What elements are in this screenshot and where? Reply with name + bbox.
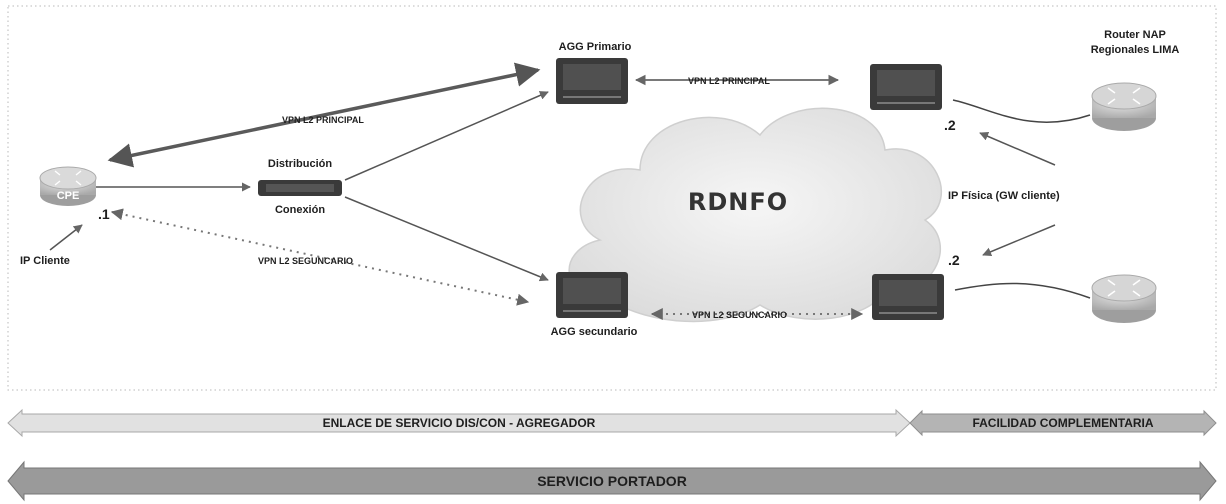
- agg-secundario-switch: AGG secundario: [551, 272, 638, 338]
- agg-primario-switch: AGG Primario: [556, 41, 632, 104]
- ip-fisica-arrow-bottom: [982, 224, 1056, 257]
- enlace-band-label: ENLACE DE SERVICIO DIS/CON - AGREGADOR: [323, 416, 596, 430]
- agg-secundario-label: AGG secundario: [551, 326, 638, 338]
- distribucion-agg-secundario-link: [344, 196, 549, 282]
- nap-top-ip-label: .2: [944, 117, 956, 133]
- ip-cliente-arrow: [49, 224, 83, 251]
- router-nap-title-line1: Router NAP: [1104, 29, 1166, 41]
- rdnfo-label: RDNFO: [688, 188, 788, 216]
- router-icon: [54, 170, 82, 186]
- nap-top-link: [952, 99, 1091, 123]
- vpn-secundario-left-label: VPN L2 SEGUNCARIO: [258, 256, 353, 266]
- agg-primario-label: AGG Primario: [559, 41, 632, 53]
- nap-top-switch: [870, 64, 942, 110]
- diagram-frame: [7, 5, 1217, 391]
- servicio-band-arrow: [7, 460, 1217, 502]
- nap-bottom-link: [954, 282, 1091, 299]
- service-bands: ENLACE DE SERVICIO DIS/CON - AGREGADOR F…: [7, 408, 1217, 502]
- vpn-secundario-right-label: VPN L2 SEGUNCARIO: [692, 310, 787, 320]
- vpn-principal-left-arrow: [107, 62, 541, 168]
- vpn-principal-right-label: VPN L2 PRINCIPAL: [688, 76, 770, 86]
- facilidad-band-label: FACILIDAD COMPLEMENTARIA: [972, 416, 1153, 430]
- vpn-principal-left-label: VPN L2 PRINCIPAL: [282, 115, 364, 125]
- router-nap-top: Router NAP Regionales LIMA: [1091, 29, 1180, 131]
- router-nap-bottom: [1091, 274, 1157, 323]
- facilidad-band-arrow: [909, 409, 1217, 437]
- cpe-router: CPE: [39, 166, 97, 206]
- diagram-labels: .1 IP Cliente VPN L2 PRINCIPAL VPN L2 PR…: [20, 76, 1060, 320]
- ip-fisica-arrow-top: [979, 132, 1056, 166]
- router-icon: [1107, 87, 1141, 105]
- connection-lines: [49, 62, 1091, 320]
- router-icon: [1107, 279, 1141, 297]
- vpn-secundario-left-arrow: [110, 208, 530, 306]
- nap-bottom-ip-label: .2: [948, 252, 960, 268]
- cpe-ip-label: .1: [98, 206, 110, 222]
- rdnfo-cloud: RDNFO: [568, 107, 943, 323]
- ip-fisica-label: IP Física (GW cliente): [948, 190, 1060, 202]
- cpe-label: CPE: [57, 190, 80, 202]
- servicio-band-label: SERVICIO PORTADOR: [537, 473, 687, 489]
- nap-bottom-switch: [872, 274, 944, 320]
- distribucion-switch: Distribución Conexión: [258, 158, 342, 216]
- conexion-label: Conexión: [275, 204, 325, 216]
- router-nap-title-line2: Regionales LIMA: [1091, 44, 1180, 56]
- distribucion-label: Distribución: [268, 158, 332, 170]
- ip-cliente-label: IP Cliente: [20, 255, 70, 267]
